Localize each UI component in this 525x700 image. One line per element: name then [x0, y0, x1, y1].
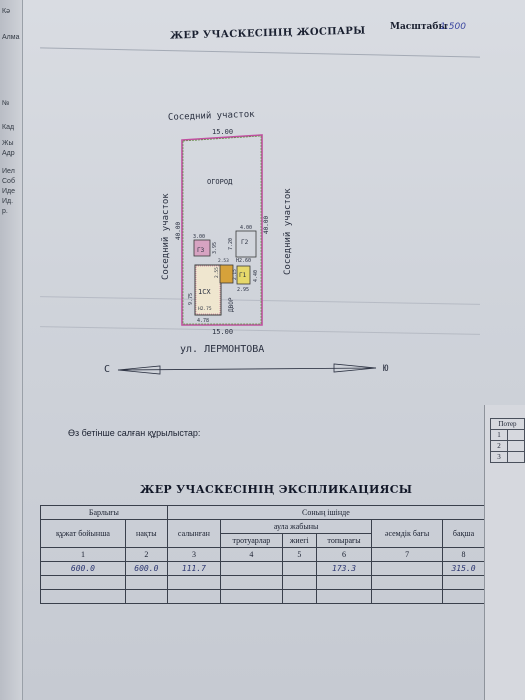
left-strip-text: Алма — [2, 34, 20, 41]
left-strip-text: Ид. — [2, 198, 14, 205]
arrow-left — [117, 365, 161, 375]
top-neighbor-label: Соседний участок — [168, 110, 256, 123]
direction-line — [117, 367, 377, 371]
table-row — [40, 575, 485, 590]
header-decor: әсемдік бағы — [371, 519, 444, 548]
left-strip-text: Жы — [2, 140, 14, 147]
svg-text:2.95: 2.95 — [237, 287, 249, 293]
explication-table: Барлығы Соның ішінде құжат бойынша нақты… — [40, 505, 486, 604]
header-built: салынған — [166, 519, 222, 548]
right-neighbor-label: Соседний участок — [283, 188, 293, 275]
header-by-doc: құжат бойынша — [40, 519, 126, 548]
svg-text:Г1: Г1 — [239, 272, 247, 279]
top-width-label: 15.00 — [212, 128, 233, 136]
scale-value: 1:500 — [440, 22, 466, 32]
house-label: 1СХ — [198, 288, 211, 296]
left-strip-text: № — [2, 100, 10, 107]
svg-text:Г3: Г3 — [197, 247, 205, 254]
table-row: 600.0 600.0 111.7 173.3 315.0 — [40, 561, 485, 576]
left-strip-text: Адр — [2, 150, 15, 157]
svg-text:3.00: 3.00 — [193, 234, 205, 240]
side-table: Потер 1 2 3 — [490, 418, 525, 463]
svg-text:2.53: 2.53 — [218, 258, 229, 264]
table-row: 1 2 3 4 5 6 7 8 — [40, 547, 485, 562]
parcel-outline — [181, 134, 263, 326]
header-garden: бақша — [442, 519, 485, 548]
svg-text:3.95: 3.95 — [212, 242, 218, 254]
svg-text:7.20: 7.20 — [228, 238, 234, 250]
header-actual: нақты — [124, 519, 168, 548]
table-row — [40, 589, 485, 604]
outbuilding-g3 — [193, 239, 211, 257]
north-label: Ю — [383, 364, 389, 374]
arrow-right — [333, 363, 377, 373]
header-soil: топырағы — [316, 533, 373, 548]
left-strip-text: Кә — [2, 8, 10, 15]
explication-title: ЖЕР УЧАСКЕСІНІҢ ЭКСПЛИКАЦИЯСЫ — [140, 483, 413, 496]
header-including: Соның ішінде — [166, 505, 486, 520]
left-strip-text: Иел — [2, 168, 15, 175]
left-neighbor-label: Соседний участок — [161, 193, 171, 280]
svg-text:2.15: 2.15 — [232, 269, 238, 280]
bottom-width-label: 15.00 — [212, 328, 233, 336]
left-strip-text: Кад — [2, 124, 15, 131]
south-label: С — [104, 364, 110, 375]
header-yard-cover: аула жабыны — [220, 519, 373, 534]
built-structures-label: Өз бетінше салған құрылыстар: — [68, 428, 201, 438]
side-table-header: Потер — [490, 418, 525, 430]
site-plan-drawing: Соседний участок 15.00 Соседний участок … — [104, 110, 389, 375]
svg-text:Г2: Г2 — [241, 239, 249, 246]
svg-text:H2.75: H2.75 — [198, 306, 212, 312]
left-length-label: 40.00 — [175, 222, 182, 240]
garden-label: ОГОРОД — [207, 178, 233, 186]
header-grass: жиегі — [281, 533, 318, 548]
scale-label: Масштабы — [390, 22, 448, 32]
header-sidewalks: тротуарлар — [220, 533, 283, 548]
svg-text:2.55: 2.55 — [214, 267, 220, 278]
main-house — [194, 264, 222, 316]
header-total: Барлығы — [40, 505, 168, 520]
outbuilding-g1 — [236, 265, 251, 285]
outbuilding-g2 — [235, 230, 257, 258]
left-strip-text: Иде — [2, 188, 16, 195]
svg-text:4.00: 4.00 — [240, 225, 252, 231]
left-page-strip: Кә Алма № Кад Жы Адр Иел Соб Иде Ид. р. — [0, 0, 23, 700]
svg-text:4.40: 4.40 — [253, 270, 259, 282]
street-label: ул. ЛЕРМОНТОВА — [180, 344, 264, 355]
right-length-label: 40.00 — [263, 216, 270, 234]
left-strip-text: Соб — [2, 178, 15, 185]
svg-text:4.78: 4.78 — [197, 318, 209, 324]
svg-text:H2.60: H2.60 — [236, 258, 251, 264]
svg-text:9.75: 9.75 — [188, 293, 194, 305]
yard-label: ДВОР — [228, 297, 235, 312]
left-strip-text: р. — [2, 208, 8, 215]
